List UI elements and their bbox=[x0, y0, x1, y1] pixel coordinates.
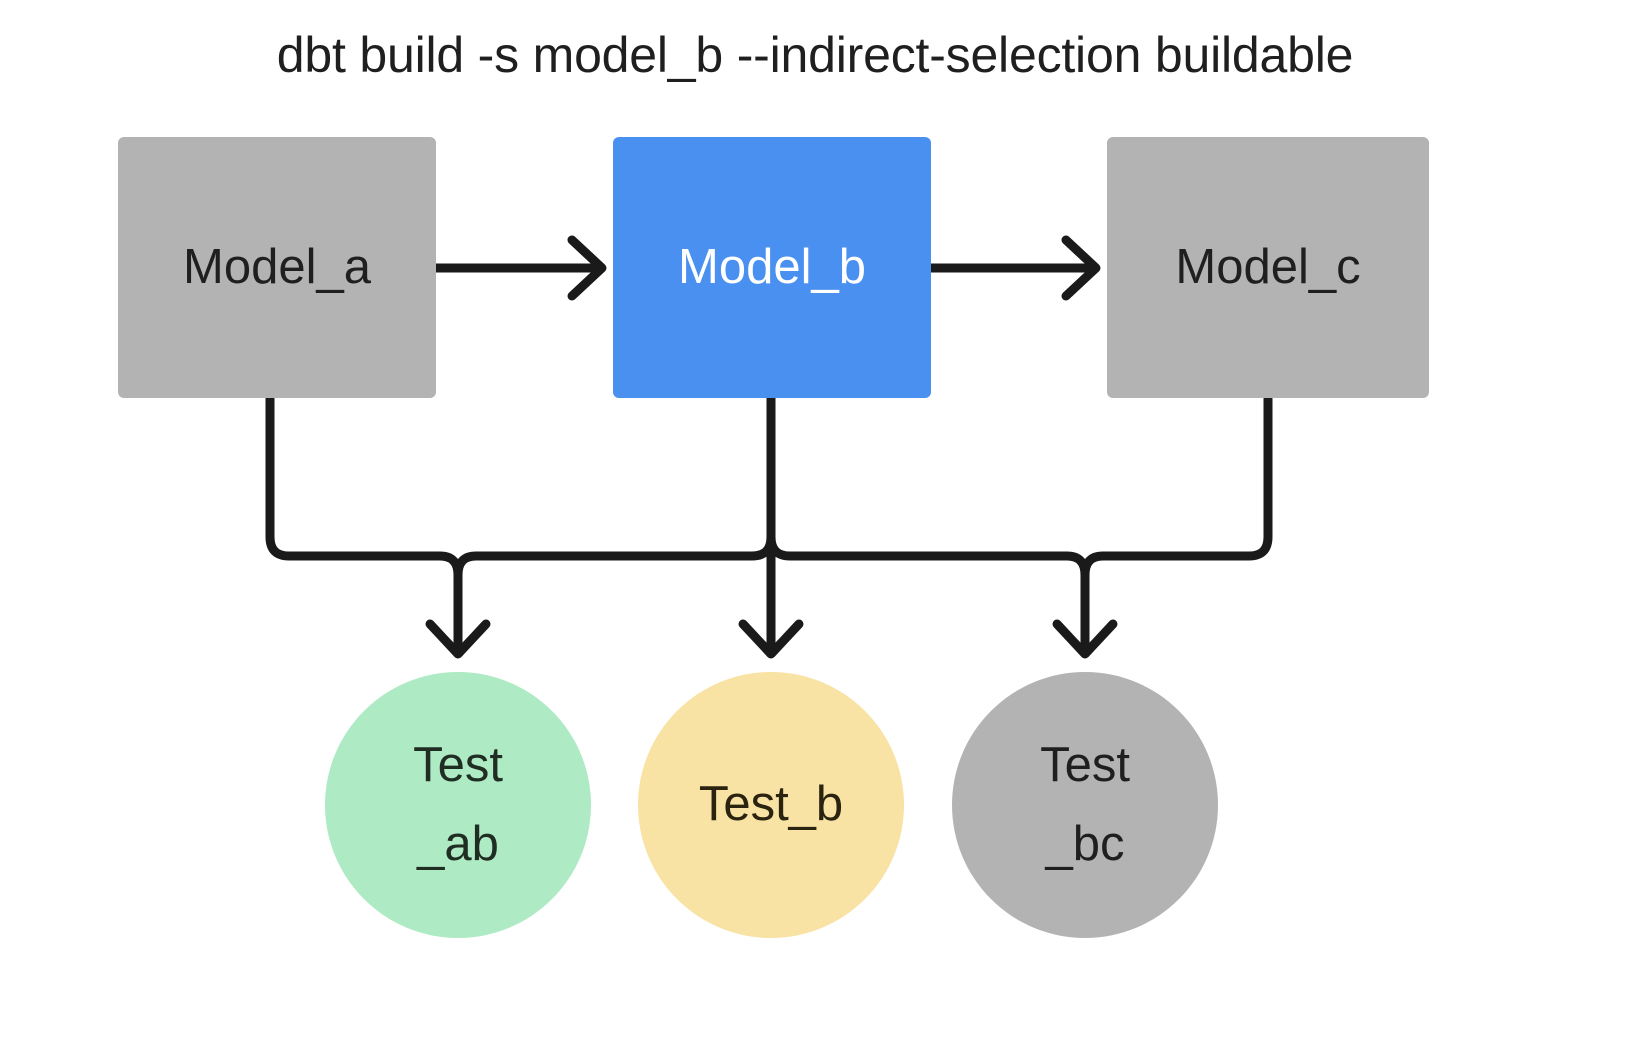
edge-model-b-to-test-ab bbox=[453, 532, 776, 580]
diagram-title: dbt build -s model_b --indirect-selectio… bbox=[276, 27, 1354, 83]
node-model-b[interactable]: Model_b bbox=[613, 137, 931, 398]
node-test-bc-label-line1: Test bbox=[1040, 737, 1130, 792]
node-test-b[interactable]: Test_b bbox=[638, 672, 904, 938]
node-model-a-label: Model_a bbox=[183, 239, 371, 294]
node-test-bc-label-line2: _bc bbox=[1045, 817, 1125, 871]
node-test-b-label-line1: Test_b bbox=[698, 777, 844, 832]
edge-model-b-to-model-c bbox=[926, 235, 1101, 301]
node-test-ab-label-line1: Test bbox=[413, 737, 503, 792]
node-model-c[interactable]: Model_c bbox=[1107, 137, 1429, 398]
node-test-ab-label-line2: _ab bbox=[417, 817, 499, 871]
node-test-bc[interactable]: Test _bc bbox=[952, 672, 1218, 938]
edge-model-a-to-model-b bbox=[431, 235, 607, 301]
node-model-c-label: Model_c bbox=[1175, 239, 1361, 294]
node-test-ab[interactable]: Test _ab bbox=[325, 672, 591, 938]
edge-model-c-to-test-bc bbox=[1052, 393, 1273, 659]
edge-model-b-to-test-bc bbox=[766, 532, 1090, 580]
node-model-a[interactable]: Model_a bbox=[118, 137, 436, 398]
edge-model-a-to-test-ab bbox=[265, 393, 491, 659]
node-model-b-label: Model_b bbox=[678, 239, 866, 294]
edge-model-b-to-test-b bbox=[738, 393, 804, 659]
